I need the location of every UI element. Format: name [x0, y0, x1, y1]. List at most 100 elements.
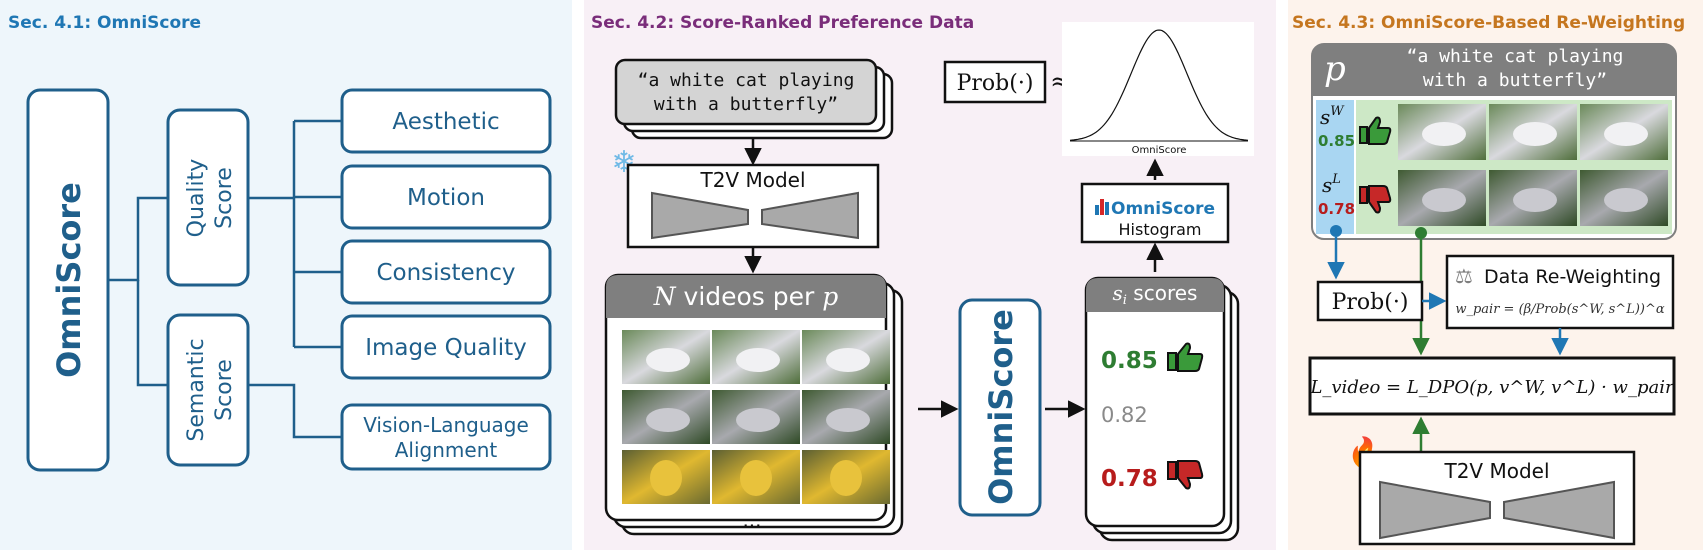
vla-label-line1: Vision-Language: [363, 413, 529, 437]
quality-score-box: [166, 108, 250, 287]
pair-card-header: [1312, 44, 1676, 96]
motion-box: [340, 164, 552, 230]
scale-icon: ⚖: [1455, 264, 1473, 288]
sw-sup: W: [1330, 104, 1345, 119]
video-dot: [1415, 227, 1427, 239]
histogram-logo-text: OmniScore: [1111, 199, 1215, 219]
motion-label: Motion: [407, 185, 485, 211]
semantic-word: Semantic: [184, 338, 209, 441]
bar-chart-icon: [1095, 199, 1109, 215]
scores-header-word: scores: [1127, 281, 1198, 305]
score-low: 0.78: [1101, 466, 1158, 492]
cat-shape: [736, 348, 780, 372]
prompt-line2: with a butterfly”: [654, 94, 838, 115]
quality-score-label: Quality Score: [184, 159, 237, 238]
cat-shape: [830, 460, 862, 496]
pair-prompt-line2: with a butterfly”: [1423, 70, 1607, 91]
vla-label-line2: Alignment: [395, 438, 498, 462]
videos-header-mid: videos per: [676, 282, 823, 311]
prob-label-p2: Prob(·): [957, 71, 1034, 96]
sl-value: 0.78: [1318, 200, 1355, 218]
histogram-label: Histogram: [1119, 220, 1202, 239]
scores-header-i: i: [1123, 293, 1127, 308]
sec2-title: Sec. 4.2: Score-Ranked Preference Data: [591, 13, 974, 33]
score-column: [1316, 100, 1354, 234]
thumbs-up-icon: [1359, 116, 1392, 145]
omniscore-model-box: [958, 298, 1042, 517]
encoder-trapezoid: [651, 191, 749, 240]
videos-header: N videos per p: [653, 282, 839, 311]
image-quality-label: Image Quality: [365, 335, 527, 361]
cat-shape: [1604, 122, 1648, 146]
cat-shape: [826, 348, 870, 372]
cat-shape: [1513, 122, 1557, 146]
t2v-trainable-label: T2V Model: [1443, 459, 1549, 483]
cat-shape: [826, 408, 870, 432]
omniscore-model-label: OmniScore: [982, 309, 1020, 505]
cat-shape: [650, 460, 682, 496]
semantic-score-box: [166, 313, 250, 467]
sec1-title: Sec. 4.1: OmniScore: [8, 13, 201, 33]
aesthetic-label: Aesthetic: [392, 109, 499, 135]
cat-shape: [1604, 188, 1648, 212]
sw-s: s: [1320, 105, 1330, 129]
videos-ellipsis: ...: [742, 508, 761, 532]
panel-preference-data: Sec. 4.2: Score-Ranked Preference Data “…: [584, 0, 1276, 550]
encoder-trapezoid: [1379, 480, 1491, 540]
cat-shape: [646, 348, 690, 372]
cat-shape: [1513, 188, 1557, 212]
videos-header-bg: [606, 275, 886, 318]
score-high: 0.85: [1101, 348, 1158, 374]
tree-connectors: [108, 119, 342, 439]
gaussian-curve: [1069, 29, 1249, 141]
pair-thumbnails: [1398, 104, 1668, 226]
cat-shape: [740, 460, 772, 496]
loss-formula: L_video = L_DPO(p, v^W, v^L) · w_pair: [1309, 377, 1675, 398]
prob-box-p2: [943, 60, 1047, 104]
thumbs-down-icon: [1167, 460, 1204, 490]
sw-value: 0.85: [1318, 132, 1355, 150]
image-quality-box: [340, 314, 552, 380]
sw-label: sW: [1320, 104, 1345, 129]
scores-header-s: s: [1113, 281, 1123, 305]
t2v-frozen-label: T2V Model: [699, 168, 805, 192]
scores-header-bg: [1086, 278, 1224, 312]
semantic-score-label: Semantic Score: [184, 338, 237, 441]
consistency-box: [340, 239, 552, 305]
decoder-trapezoid: [1503, 480, 1615, 540]
scores-header: si scores: [1113, 281, 1198, 308]
omniscore-root-label: OmniScore: [50, 182, 88, 378]
pair-prompt-line1: “a white cat playing: [1407, 46, 1624, 67]
thumbs-down-icon: [1359, 185, 1392, 214]
prompt-line1: “a white cat playing: [638, 70, 855, 91]
decoder-trapezoid: [761, 191, 859, 240]
video-thumbnails: [622, 330, 890, 504]
semantic-score-word: Score: [212, 359, 237, 421]
score-mid: 0.82: [1101, 403, 1148, 427]
cat-shape: [736, 408, 780, 432]
sec3-title: Sec. 4.3: OmniScore-Based Re-Weighting: [1292, 13, 1685, 33]
sl-s: s: [1322, 173, 1332, 197]
cat-shape: [646, 408, 690, 432]
loss-box: [1308, 356, 1676, 416]
prob-label-p3: Prob(·): [1332, 290, 1409, 315]
sl-sup: L: [1331, 172, 1341, 187]
quality-word: Quality: [184, 159, 209, 238]
videos-header-n: N: [653, 282, 677, 311]
pair-p-symbol: p: [1324, 49, 1346, 89]
cat-shape: [1422, 188, 1466, 212]
sl-label: sL: [1322, 172, 1341, 197]
reweighting-box: [1445, 254, 1675, 330]
cat-shape: [1422, 122, 1466, 146]
videos-header-p: p: [822, 282, 838, 311]
gaussian-axis-label: OmniScore: [1132, 145, 1187, 156]
consistency-label: Consistency: [376, 260, 515, 286]
quality-score-word: Score: [212, 167, 237, 229]
prob-box-p3: [1316, 280, 1424, 322]
score-dot: [1330, 225, 1342, 237]
omniscore-root-box: [26, 88, 110, 472]
reweighting-title: Data Re-Weighting: [1484, 266, 1661, 288]
reweighting-formula: w_pair = (β/Prob(s^W, s^L))^α: [1455, 302, 1665, 317]
aesthetic-box: [340, 88, 552, 154]
thumbs-up-icon: [1167, 342, 1204, 372]
